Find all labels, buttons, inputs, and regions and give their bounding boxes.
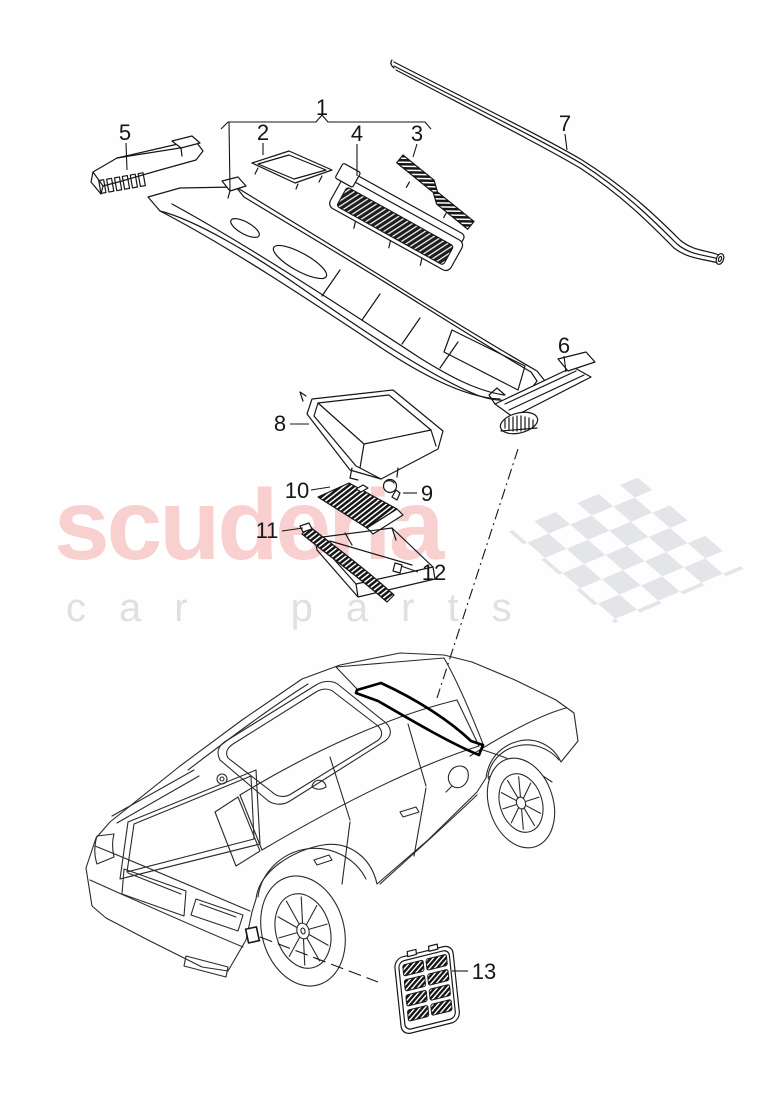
callout-4[interactable]: 4 [351,121,363,146]
leader-lines [125,114,568,983]
part-8-air-duct[interactable] [299,389,444,481]
callout-11[interactable]: 11 [256,518,279,543]
part-3-seal-strip[interactable] [389,154,479,234]
car-illustration [85,652,579,987]
callout-1[interactable]: 1 [316,95,328,120]
leader-to-car [436,448,519,699]
bracket-part-1 [220,114,432,130]
callout-2[interactable]: 2 [257,120,269,145]
callout-13[interactable]: 13 [472,959,496,984]
part-5-end-cap-left[interactable] [90,135,204,195]
part-12-fastener[interactable] [392,562,403,574]
callout-7[interactable]: 7 [559,111,571,136]
rear-wheel [260,875,346,987]
part-7-seal-strip[interactable] [390,59,725,265]
front-wheel [486,757,556,849]
checkered-flag-watermark [508,477,744,624]
callout-6[interactable]: 6 [558,333,570,358]
part-2-cover-plate[interactable] [251,150,333,190]
part-11-water-tray[interactable] [299,522,436,603]
callout-10[interactable]: 10 [285,478,309,503]
callout-3[interactable]: 3 [411,121,423,146]
leader-to-vent [259,936,379,983]
part-6-end-cap-right[interactable] [488,351,596,437]
cowl-location-highlight [354,681,485,757]
watermark-tagline: car parts [66,586,545,630]
callout-12[interactable]: 12 [422,560,446,585]
part-10-deflector-panel[interactable] [317,482,404,535]
vent-location-marker [244,925,261,944]
part-1-cowl-panel[interactable] [147,176,546,402]
callout-labels: 1 2 4 3 5 7 6 8 9 10 11 12 13 [119,95,571,984]
part-4-air-grille[interactable] [318,163,470,279]
callout-5[interactable]: 5 [119,120,131,145]
part-13-vent-grille[interactable] [394,940,461,1035]
callout-9[interactable]: 9 [421,481,433,506]
part-9-clip[interactable] [382,478,401,501]
callout-8[interactable]: 8 [274,411,286,436]
